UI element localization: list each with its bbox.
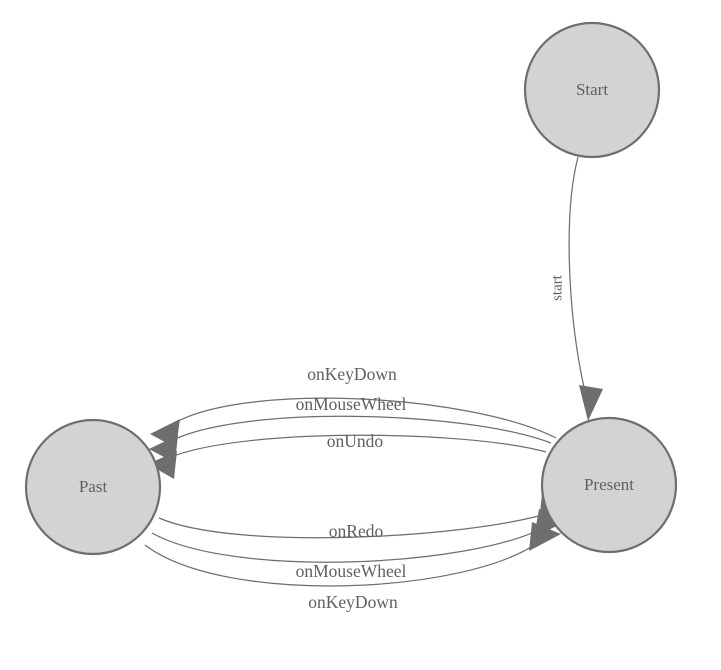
edge-past-to-present-onkeydown[interactable]: onKeyDown xyxy=(144,522,561,612)
edge-past-to-present-onmousewheel-path xyxy=(151,526,546,563)
edge-past-to-present-onmousewheel[interactable]: onMouseWheel xyxy=(151,509,565,581)
node-past-circle xyxy=(24,418,162,556)
edge-label-past-present-onredo: onRedo xyxy=(329,521,384,541)
edge-present-to-past-onundo[interactable]: onUndo xyxy=(148,431,547,479)
node-start[interactable]: Start xyxy=(523,21,661,159)
node-start-circle xyxy=(523,21,661,159)
edge-start-to-present-arrowhead xyxy=(579,385,603,421)
node-start-label: Start xyxy=(576,80,608,99)
edge-label-past-present-onkeydown: onKeyDown xyxy=(308,592,398,612)
edge-past-to-present-onkeydown-path xyxy=(144,540,541,587)
node-present-circle xyxy=(540,416,678,554)
edge-past-to-present-onredo-path xyxy=(158,512,550,539)
edge-label-present-past-onmousewheel: onMouseWheel xyxy=(296,394,407,414)
node-present-label: Present xyxy=(584,475,634,494)
edge-present-to-past-onundo-arrowhead xyxy=(148,451,177,479)
node-past[interactable]: Past xyxy=(24,418,162,556)
edge-label-past-present-onmousewheel: onMouseWheel xyxy=(296,561,407,581)
edge-present-to-past-onmousewheel-path xyxy=(166,415,552,444)
edge-label-start: start xyxy=(549,274,565,301)
edge-label-present-past-onkeydown: onKeyDown xyxy=(307,364,397,384)
edge-present-to-past-onmousewheel[interactable]: onMouseWheel xyxy=(149,394,552,463)
edge-past-to-present-onkeydown-arrowhead xyxy=(529,522,561,551)
edge-label-present-past-onundo: onUndo xyxy=(327,431,384,451)
edge-present-to-past-onundo-path xyxy=(165,434,547,460)
edge-start-to-present[interactable]: start xyxy=(549,156,603,421)
edge-start-to-present-path xyxy=(568,156,587,397)
node-past-label: Past xyxy=(79,477,108,496)
edge-present-to-past-onkeydown-path xyxy=(167,397,557,439)
edge-past-to-present-onredo[interactable]: onRedo xyxy=(158,494,568,541)
node-present[interactable]: Present xyxy=(540,416,678,554)
